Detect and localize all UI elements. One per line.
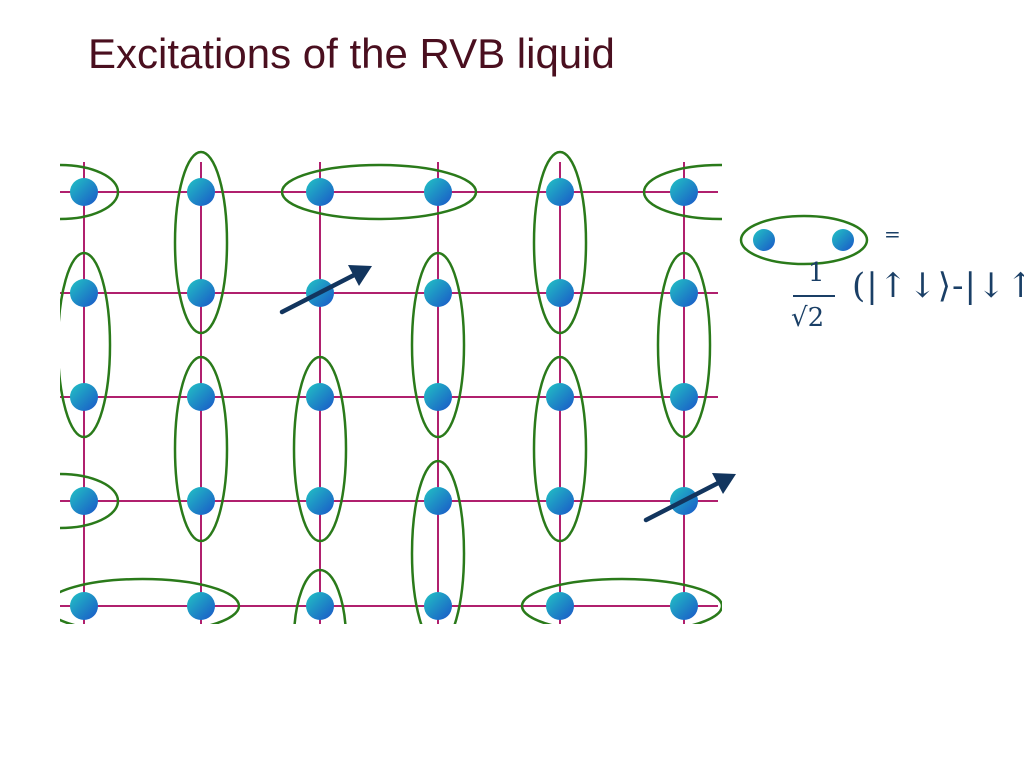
lattice-grid-lines — [60, 162, 718, 624]
lattice-site — [306, 592, 334, 620]
valence-bond-ring — [520, 577, 722, 624]
valence-bond-ring — [410, 459, 466, 624]
lattice-site — [670, 592, 698, 620]
spinon-arrow-shaft — [643, 477, 727, 523]
valence-bond-ring — [60, 251, 112, 439]
lattice-site — [670, 383, 698, 411]
lattice-site — [306, 487, 334, 515]
lattice-site — [424, 279, 452, 307]
lattice-site — [306, 383, 334, 411]
lattice-site — [546, 487, 574, 515]
lattice-site — [70, 487, 98, 515]
lattice-site — [187, 178, 215, 206]
fraction-denominator: √2 — [791, 303, 825, 333]
valence-bond-ring — [656, 251, 712, 439]
spinon-arrow-shaft — [279, 269, 363, 315]
valence-bond-rings — [60, 150, 722, 624]
boundary-bond-ring — [293, 568, 347, 624]
valence-bond-ring — [60, 577, 241, 624]
lattice-site — [546, 279, 574, 307]
lattice-site — [306, 178, 334, 206]
valence-bond-ring — [173, 150, 229, 335]
fraction-bar — [793, 295, 835, 297]
lattice-site — [546, 383, 574, 411]
lattice-sites — [70, 178, 698, 620]
spinon-arrow-head — [712, 473, 736, 494]
lattice-site — [70, 279, 98, 307]
valence-bond-ring — [532, 150, 588, 335]
slide-title: Excitations of the RVB liquid — [88, 30, 615, 77]
spinon-arrows — [279, 265, 736, 523]
spinon-arrow-head — [348, 265, 372, 286]
lattice-site — [670, 178, 698, 206]
lattice-site — [187, 487, 215, 515]
lattice-site — [424, 592, 452, 620]
lattice-site — [424, 487, 452, 515]
fraction-numerator: 1 — [808, 258, 825, 288]
valence-bond-ring — [280, 163, 478, 221]
lattice-site — [70, 592, 98, 620]
lattice-site — [187, 383, 215, 411]
boundary-bond-ring — [642, 163, 722, 221]
boundary-bond-ring — [60, 163, 120, 221]
lattice-site — [546, 178, 574, 206]
lattice-site — [424, 383, 452, 411]
legend-bond-ring — [739, 214, 869, 266]
legend-site-right — [832, 229, 854, 251]
valence-bond-ring — [292, 355, 348, 543]
lattice-site — [70, 383, 98, 411]
singlet-ket-expression: (|↑↓⟩-|↓↑⟩) — [852, 266, 1024, 306]
lattice-site — [424, 178, 452, 206]
valence-bond-ring — [532, 355, 588, 543]
legend-site-left — [753, 229, 775, 251]
lattice-site — [187, 592, 215, 620]
valence-bond-ring — [173, 355, 229, 543]
lattice-site — [670, 279, 698, 307]
singlet-bond-legend — [739, 214, 869, 266]
lattice-site — [546, 592, 574, 620]
spinon-arrow — [643, 473, 736, 523]
spinon-arrow — [279, 265, 372, 315]
valence-bond-ring — [410, 251, 466, 439]
legend-equals-sign: = — [884, 222, 901, 246]
lattice-site — [187, 279, 215, 307]
boundary-bond-ring — [60, 472, 120, 530]
lattice-site — [70, 178, 98, 206]
